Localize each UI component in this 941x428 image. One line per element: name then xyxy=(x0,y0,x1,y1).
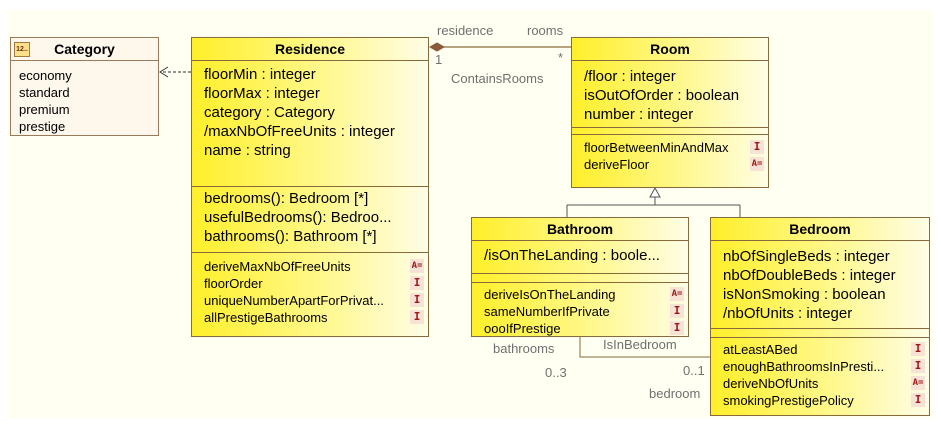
invariant-icon: I xyxy=(911,393,925,407)
invariant-icon: I xyxy=(911,359,925,373)
attribute: /nbOfUnits : integer xyxy=(723,305,853,322)
constraint[interactable]: floorBetweenMinAndMax I xyxy=(584,139,768,156)
constraint-label: sameNumberIfPrivate xyxy=(484,304,610,319)
attribute: isNonSmoking : boolean xyxy=(723,286,886,303)
attribute: number : integer xyxy=(584,106,694,123)
constraint[interactable]: allPrestigeBathrooms I xyxy=(204,309,428,326)
attribute-section: nbOfSingleBeds : integer nbOfDoubleBeds … xyxy=(711,241,929,329)
operation-section xyxy=(472,274,688,283)
constraint-label: allPrestigeBathrooms xyxy=(204,310,328,325)
constraint-label: smokingPrestigePolicy xyxy=(723,393,854,408)
attribute: floorMax : integer xyxy=(204,85,320,102)
constraint-label: uniqueNumberApartForPrivat... xyxy=(204,293,384,308)
operation: bathrooms(): Bathroom [*] xyxy=(204,228,377,245)
derivation-icon: A= xyxy=(911,376,925,390)
constraint[interactable]: smokingPrestigePolicy I xyxy=(723,392,929,409)
class-title: Bathroom xyxy=(472,218,688,241)
constraint[interactable]: uniqueNumberApartForPrivat... I xyxy=(204,292,428,309)
literal-list: economy standard premium prestige xyxy=(11,61,158,135)
constraint[interactable]: deriveMaxNbOfFreeUnits A= xyxy=(204,258,428,275)
invariant-icon: I xyxy=(410,293,424,307)
class-category[interactable]: 12.. Category economy standard premium p… xyxy=(10,37,159,136)
multiplicity-bedroom: 0..1 xyxy=(683,363,705,378)
enum-literal: standard xyxy=(19,85,70,100)
constraint-label: oooIfPrestige xyxy=(484,321,561,336)
constraint-label: enoughBathroomsInPresti... xyxy=(723,359,885,374)
constraint-label: floorBetweenMinAndMax xyxy=(584,140,729,155)
constraint[interactable]: deriveFloor A= xyxy=(584,156,768,173)
enum-literal: prestige xyxy=(19,119,66,134)
association-is-in-bedroom xyxy=(579,337,710,358)
constraint[interactable]: floorOrder I xyxy=(204,275,428,292)
invariant-icon: I xyxy=(750,140,764,154)
invariant-icon: I xyxy=(410,310,424,324)
constraint-label: deriveFloor xyxy=(584,157,650,172)
constraint-section: floorBetweenMinAndMax I deriveFloor A= xyxy=(572,135,768,177)
attribute-section: floorMin : integer floorMax : integer ca… xyxy=(192,61,428,187)
dependency-arrowhead xyxy=(159,66,169,78)
attribute: nbOfSingleBeds : integer xyxy=(723,248,890,265)
operation: usefulBedrooms(): Bedroo... xyxy=(204,209,392,226)
enum-literal: economy xyxy=(19,68,72,83)
role-rooms: rooms xyxy=(527,23,564,38)
attribute: category : Category xyxy=(204,104,335,121)
constraint-label: deriveNbOfUnits xyxy=(723,376,819,391)
invariant-icon: I xyxy=(670,304,684,318)
attribute: nbOfDoubleBeds : integer xyxy=(723,267,896,284)
attribute-section: /isOnTheLanding : boole... xyxy=(472,241,688,274)
constraint[interactable]: deriveNbOfUnits A= xyxy=(723,375,929,392)
operation-section xyxy=(572,128,768,135)
derivation-icon: A= xyxy=(750,157,764,171)
association-name-is-in-bedroom: IsInBedroom xyxy=(603,337,677,352)
multiplicity-rooms: * xyxy=(558,50,564,65)
constraint-label: deriveMaxNbOfFreeUnits xyxy=(204,259,351,274)
class-title: Bedroom xyxy=(711,218,929,241)
constraint-label: deriveIsOnTheLanding xyxy=(484,287,616,302)
constraint[interactable]: oooIfPrestige I xyxy=(484,320,688,337)
class-title: Category xyxy=(54,41,115,57)
role-bedroom: bedroom xyxy=(649,386,701,401)
generalization-triangle xyxy=(649,186,661,198)
attribute: isOutOfOrder : boolean xyxy=(584,87,740,104)
attribute: /floor : integer xyxy=(584,68,676,85)
attribute: name : string xyxy=(204,142,291,159)
enumeration-icon: 12.. xyxy=(14,42,30,57)
constraint[interactable]: sameNumberIfPrivate I xyxy=(484,303,688,320)
constraint[interactable]: enoughBathroomsInPresti... I xyxy=(723,358,929,375)
constraint-label: atLeastABed xyxy=(723,342,798,357)
attribute: floorMin : integer xyxy=(204,66,316,83)
constraint-label: floorOrder xyxy=(204,276,263,291)
constraint-section: deriveIsOnTheLanding A= sameNumberIfPriva… xyxy=(472,283,688,341)
class-room[interactable]: Room /floor : integer isOutOfOrder : boo… xyxy=(571,37,769,188)
attribute-section: /floor : integer isOutOfOrder : boolean … xyxy=(572,61,768,128)
invariant-icon: I xyxy=(911,342,925,356)
association-name-contains-rooms: ContainsRooms xyxy=(451,71,544,86)
invariant-icon: I xyxy=(410,276,424,290)
constraint[interactable]: atLeastABed I xyxy=(723,341,929,358)
operation-section xyxy=(711,329,929,338)
operation-section: bedrooms(): Bedroom [*] usefulBedrooms()… xyxy=(192,187,428,253)
multiplicity-bathrooms: 0..3 xyxy=(545,365,567,380)
multiplicity-residence: 1 xyxy=(435,52,443,67)
role-residence: residence xyxy=(437,23,494,38)
composition-diamond xyxy=(428,42,446,52)
attribute: /maxNbOfFreeUnits : integer xyxy=(204,123,395,140)
class-bathroom[interactable]: Bathroom /isOnTheLanding : boole... deri… xyxy=(471,217,689,337)
invariant-icon: I xyxy=(670,321,684,335)
constraint[interactable]: deriveIsOnTheLanding A= xyxy=(484,286,688,303)
class-title: Residence xyxy=(192,38,428,61)
attribute: /isOnTheLanding : boole... xyxy=(484,247,660,264)
class-residence[interactable]: Residence floorMin : integer floorMax : … xyxy=(191,37,429,337)
class-bedroom[interactable]: Bedroom nbOfSingleBeds : integer nbOfDou… xyxy=(710,217,930,416)
derivation-icon: A= xyxy=(410,259,424,273)
derivation-icon: A= xyxy=(670,287,684,301)
class-title: Room xyxy=(572,38,768,61)
enum-literal: premium xyxy=(19,102,70,117)
operation: bedrooms(): Bedroom [*] xyxy=(204,190,369,207)
role-bathrooms: bathrooms xyxy=(493,341,555,356)
